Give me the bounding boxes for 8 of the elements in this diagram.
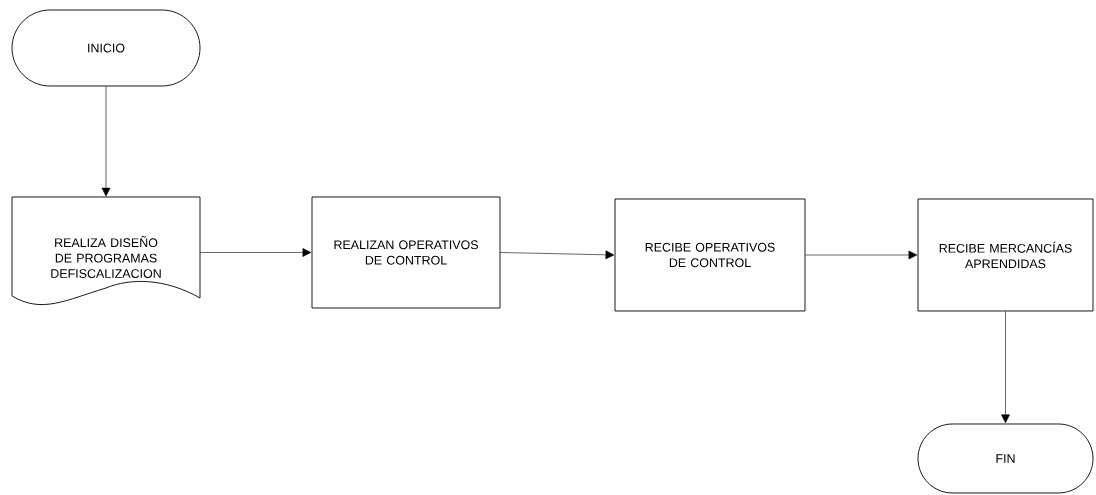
arrow [101, 86, 111, 197]
process-box: RECIBE MERCANCÍAS APRENDIDAS [917, 198, 1094, 312]
process-box: RECIBE OPERATIVOS DE CONTROL [614, 198, 806, 312]
arrow [1001, 311, 1010, 424]
arrow [500, 250, 615, 260]
arrow [199, 248, 312, 257]
arrow [805, 250, 918, 260]
process-box: REALIZAN OPERATIVOS DE CONTROL [311, 196, 501, 309]
